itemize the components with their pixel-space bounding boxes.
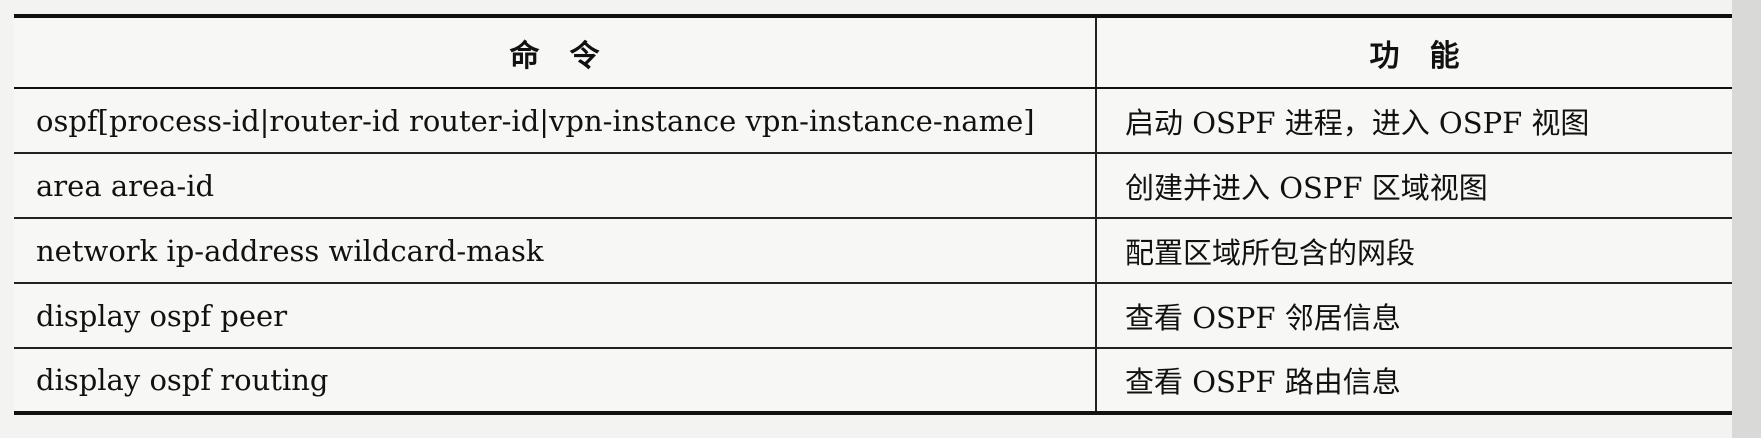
ospf-command-table: 命令 功能 ospf[process-id|router-id router-i… xyxy=(14,14,1732,415)
function-cell: 创建并进入 OSPF 区域视图 xyxy=(1096,153,1732,219)
table-row: display ospf routing 查看 OSPF 路由信息 xyxy=(14,348,1732,415)
function-cell: 配置区域所包含的网段 xyxy=(1096,218,1732,284)
header-function: 功能 xyxy=(1096,14,1732,89)
function-cell: 查看 OSPF 路由信息 xyxy=(1096,348,1732,415)
function-cell: 查看 OSPF 邻居信息 xyxy=(1096,283,1732,349)
command-cell: display ospf peer xyxy=(14,283,1097,349)
function-cell: 启动 OSPF 进程，进入 OSPF 视图 xyxy=(1096,88,1732,154)
table-row: network ip-address wildcard-mask 配置区域所包含… xyxy=(14,218,1732,284)
command-cell: display ospf routing xyxy=(14,348,1097,415)
table-header-row: 命令 功能 xyxy=(14,14,1732,89)
ospf-command-table-container: 命令 功能 ospf[process-id|router-id router-i… xyxy=(14,14,1732,415)
adjacent-page-edge xyxy=(1732,0,1761,438)
table-row: display ospf peer 查看 OSPF 邻居信息 xyxy=(14,283,1732,349)
table-row: area area-id 创建并进入 OSPF 区域视图 xyxy=(14,153,1732,219)
header-command: 命令 xyxy=(14,14,1097,89)
command-cell: network ip-address wildcard-mask xyxy=(14,218,1097,284)
command-cell: area area-id xyxy=(14,153,1097,219)
table-row: ospf[process-id|router-id router-id|vpn-… xyxy=(14,88,1732,154)
command-cell: ospf[process-id|router-id router-id|vpn-… xyxy=(14,88,1097,154)
